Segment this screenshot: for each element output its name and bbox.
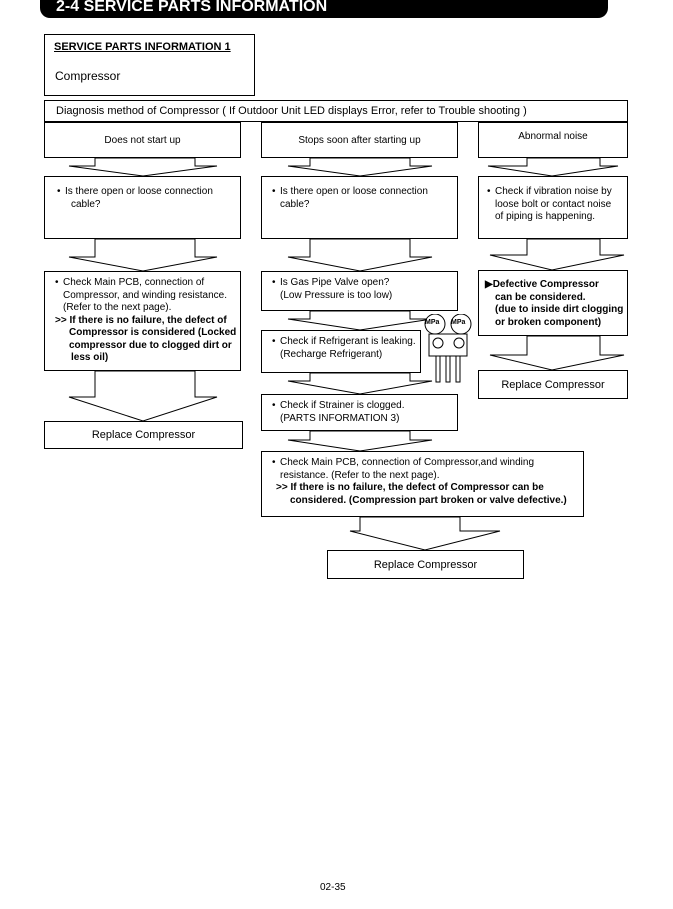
arrow-mid-3 bbox=[287, 310, 433, 331]
left-replace-text: Replace Compressor bbox=[91, 429, 196, 441]
left-header-box: Does not start up bbox=[44, 122, 241, 158]
left-bold-line4: less oil) bbox=[71, 352, 109, 363]
right-q1-line1: Check if vibration noise by bbox=[495, 186, 612, 197]
right-header-box: Abnormal noise bbox=[478, 122, 628, 158]
section-title: 2-4 SERVICE PARTS INFORMATION bbox=[56, 0, 328, 15]
middle-refrigerant-box: •Check if Refrigerant is leaking. (Recha… bbox=[261, 330, 421, 373]
arrow-mid-4 bbox=[287, 372, 433, 395]
middle-replace-box: Replace Compressor bbox=[327, 550, 524, 579]
diagnosis-header-text: Diagnosis method of Compressor ( If Outd… bbox=[56, 105, 527, 117]
right-replace-box: Replace Compressor bbox=[478, 370, 628, 399]
arrow-right-3 bbox=[489, 335, 625, 371]
gauge-label-left: MPa bbox=[425, 319, 440, 326]
right-defect-line4: or broken component) bbox=[495, 316, 602, 328]
left-check-box: •Check Main PCB, connection of Compresso… bbox=[44, 271, 241, 371]
middle-gas-line1: Is Gas Pipe Valve open? bbox=[280, 277, 390, 288]
left-replace-box: Replace Compressor bbox=[44, 421, 243, 449]
arrow-right-1 bbox=[487, 157, 619, 177]
arrow-left-1 bbox=[68, 157, 218, 177]
left-check-line1: Check Main PCB, connection of bbox=[63, 277, 205, 288]
right-replace-text: Replace Compressor bbox=[501, 379, 605, 391]
middle-replace-text: Replace Compressor bbox=[373, 559, 478, 571]
pressure-gauge-icon: MPa MPa bbox=[422, 313, 474, 384]
middle-header-box: Stops soon after starting up bbox=[261, 122, 458, 158]
middle-gas-line2: (Low Pressure is too low) bbox=[280, 289, 393, 301]
arrow-mid-5 bbox=[287, 430, 433, 452]
arrow-left-3 bbox=[68, 370, 218, 422]
middle-q1-line1: Is there open or loose connection bbox=[280, 186, 428, 197]
right-defect-box: ▶Defective Compressor can be considered.… bbox=[478, 270, 628, 336]
right-question-box: •Check if vibration noise by loose bolt … bbox=[478, 176, 628, 239]
left-bold-line3: compressor due to clogged dirt or bbox=[69, 339, 232, 351]
middle-strainer-box: •Check if Strainer is clogged. (PARTS IN… bbox=[261, 394, 458, 431]
arrow-mid-2 bbox=[287, 238, 433, 272]
middle-pcb-line2: resistance. (Refer to the next page). bbox=[280, 469, 440, 481]
middle-refrig-line2: (Recharge Refrigerant) bbox=[280, 348, 383, 360]
right-defect-line2: can be considered. bbox=[495, 291, 586, 303]
arrow-left-2 bbox=[68, 238, 218, 272]
middle-header-text: Stops soon after starting up bbox=[298, 135, 421, 146]
arrow-right-2 bbox=[489, 238, 625, 271]
arrow-mid-1 bbox=[287, 157, 433, 177]
left-check-line2: Compressor, and winding resistance. bbox=[63, 289, 227, 301]
info-box-subtitle: Compressor bbox=[55, 69, 121, 83]
arrow-mid-6 bbox=[349, 516, 501, 551]
left-q1-line2: cable? bbox=[71, 198, 101, 210]
left-bold-line1: >> If there is no failure, the defect of bbox=[55, 314, 227, 326]
right-defect-line3: (due to inside dirt clogging bbox=[495, 304, 624, 315]
section-header: 2-4 SERVICE PARTS INFORMATION bbox=[40, 0, 608, 18]
info-box: SERVICE PARTS INFORMATION 1 Compressor bbox=[44, 34, 255, 96]
middle-pcb-box: •Check Main PCB, connection of Compresso… bbox=[261, 451, 584, 517]
left-q1-line1: Is there open or loose connection bbox=[65, 186, 213, 197]
left-check-line3: (Refer to the next page). bbox=[63, 302, 172, 313]
middle-pcb-line1: Check Main PCB, connection of Compressor… bbox=[280, 457, 535, 468]
middle-refrig-line1: Check if Refrigerant is leaking. bbox=[280, 336, 416, 347]
middle-question-box: •Is there open or loose connection cable… bbox=[261, 176, 458, 239]
middle-bold-line1: >> If there is no failure, the defect of… bbox=[276, 482, 544, 493]
middle-strainer-line1: Check if Strainer is clogged. bbox=[280, 400, 405, 411]
diagnosis-header: Diagnosis method of Compressor ( If Outd… bbox=[44, 100, 628, 122]
info-box-title: SERVICE PARTS INFORMATION 1 bbox=[54, 41, 231, 53]
left-bold-line2: Compressor is considered (Locked bbox=[69, 327, 237, 338]
right-defect-line1: ▶Defective Compressor bbox=[485, 279, 599, 290]
right-q1-line3: of piping is happening. bbox=[495, 211, 596, 222]
right-header-text: Abnormal noise bbox=[518, 131, 588, 142]
middle-q1-line2: cable? bbox=[280, 198, 310, 210]
gauge-label-right: MPa bbox=[451, 319, 466, 326]
page-number: 02-35 bbox=[320, 882, 346, 893]
right-q1-line2: loose bolt or contact noise bbox=[495, 198, 612, 210]
left-question-box: •Is there open or loose connection cable… bbox=[44, 176, 241, 239]
middle-strainer-line2: (PARTS INFORMATION 3) bbox=[280, 412, 400, 424]
middle-gas-box: •Is Gas Pipe Valve open? (Low Pressure i… bbox=[261, 271, 458, 311]
middle-bold-line2: considered. (Compression part broken or … bbox=[290, 494, 567, 506]
left-header-text: Does not start up bbox=[104, 135, 181, 146]
